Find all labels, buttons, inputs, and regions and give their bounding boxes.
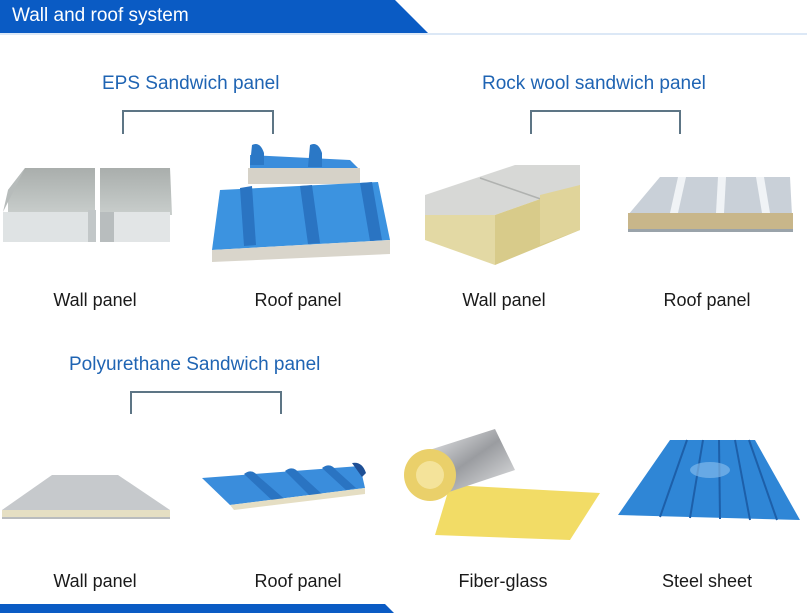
group-title-eps: EPS Sandwich panel [102, 73, 280, 94]
group-title-rockwool: Rock wool sandwich panel [482, 73, 706, 94]
fiberglass-roll-image [404, 429, 600, 540]
group-bracket-eps [122, 110, 274, 134]
group-bracket-rockwool [530, 110, 681, 134]
rockwool-roof-panel-image [628, 177, 793, 232]
eps-roof-panel-image [212, 144, 390, 262]
steel-sheet-image [618, 439, 800, 521]
header-divider [0, 33, 807, 35]
caption-eps-roof-panel: Roof panel [254, 290, 342, 310]
caption-steel-sheet: Steel sheet [661, 571, 753, 591]
group-bracket-polyurethane [130, 391, 282, 414]
group-title-polyurethane: Polyurethane Sandwich panel [69, 354, 321, 375]
footer-banner [0, 604, 394, 613]
rockwool-wall-panel-image [425, 165, 580, 265]
caption-eps-wall-panel: Wall panel [53, 290, 137, 310]
eps-wall-panel-image [3, 168, 172, 242]
pu-roof-panel-image [202, 462, 366, 510]
caption-rockwool-wall-panel: Wall panel [462, 290, 546, 310]
page-title: Wall and roof system [12, 5, 189, 26]
caption-pu-roof-panel: Roof panel [254, 571, 342, 591]
caption-pu-wall-panel: Wall panel [53, 571, 137, 591]
caption-rockwool-roof-panel: Roof panel [663, 290, 751, 310]
caption-fiberglass: Fiber-glass [458, 571, 548, 591]
header-banner [0, 0, 428, 33]
pu-wall-panel-image [2, 475, 170, 519]
